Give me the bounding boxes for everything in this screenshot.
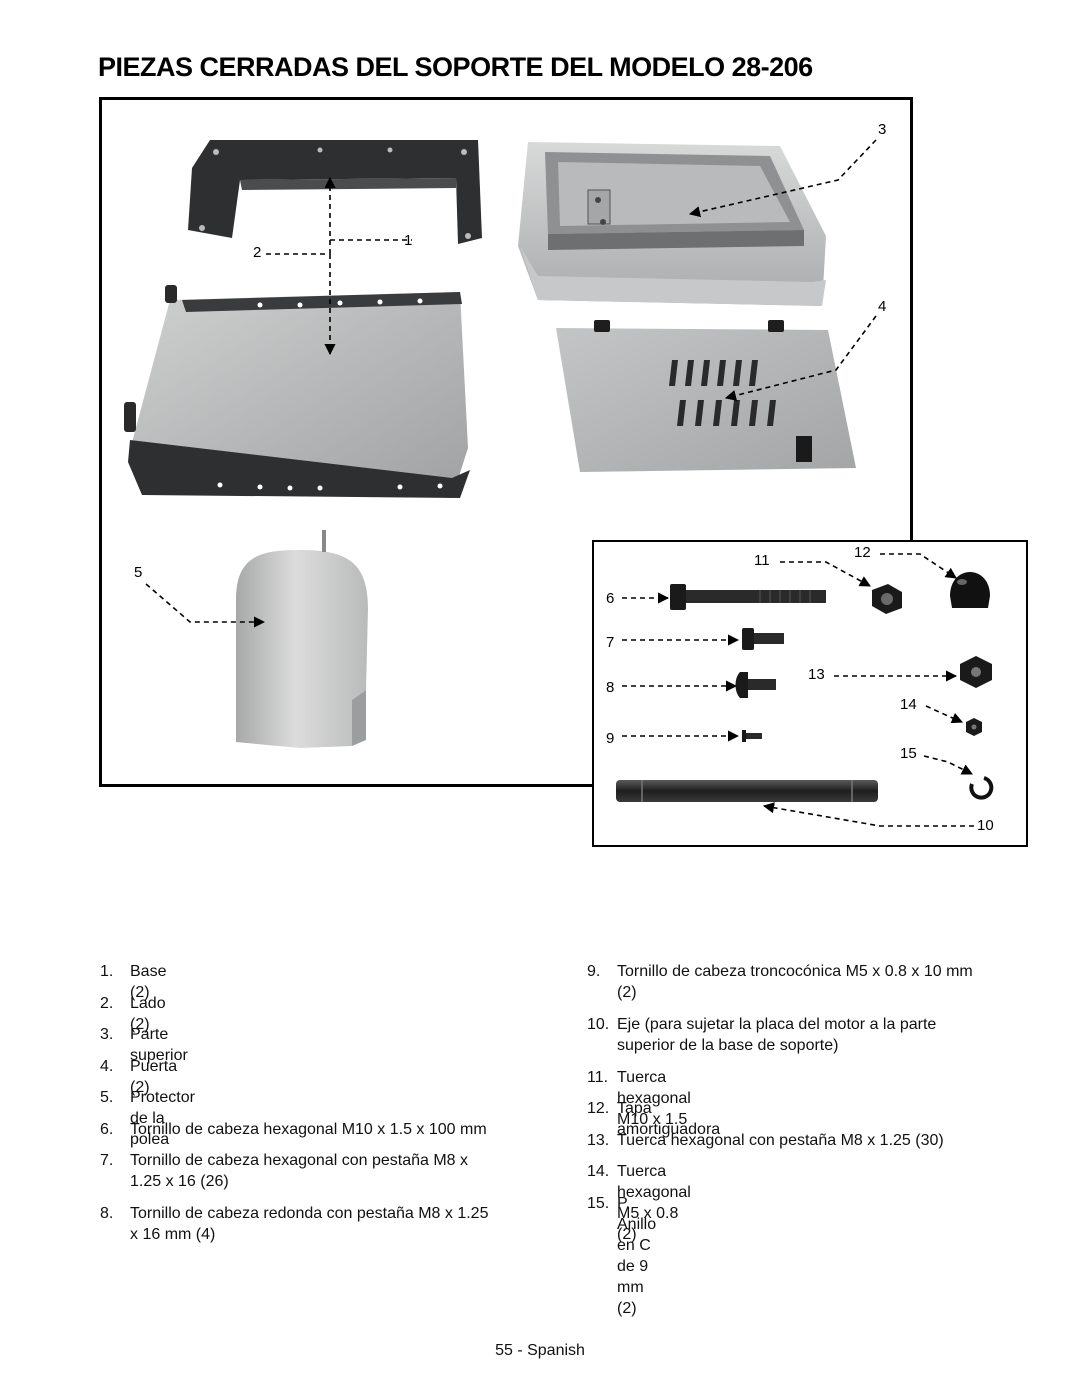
callout-5: 5 bbox=[134, 564, 143, 581]
callout-10: 10 bbox=[977, 817, 994, 834]
flange-bolt-part bbox=[742, 628, 784, 650]
cap-part bbox=[950, 572, 990, 608]
page-footer: 55 - Spanish bbox=[495, 1342, 585, 1359]
c-ring-part bbox=[969, 776, 994, 800]
page-title: PIEZAS CERRADAS DEL SOPORTE DEL MODELO 2… bbox=[98, 52, 813, 82]
hex-nut-m10-part bbox=[872, 584, 902, 614]
callout-4: 4 bbox=[878, 298, 887, 315]
parts-list-right: 9.Tornillo de cabeza troncocónica M5 x 0… bbox=[587, 963, 973, 1317]
callout-1: 1 bbox=[404, 232, 413, 249]
callout-12: 12 bbox=[854, 544, 871, 561]
callout-15: 15 bbox=[900, 745, 917, 762]
parts-list-left: 1.Base (2) 2.Lado (2) 3.Parte superior 4… bbox=[100, 963, 489, 1243]
callout-7: 7 bbox=[606, 634, 615, 651]
hex-bolt-part bbox=[670, 584, 826, 610]
base-part bbox=[188, 140, 482, 244]
callout-11: 11 bbox=[754, 552, 770, 569]
top-part bbox=[518, 142, 826, 306]
callout-3: 3 bbox=[878, 121, 887, 138]
countersunk-screw-part bbox=[742, 730, 762, 742]
callout-9: 9 bbox=[606, 730, 615, 747]
shaft-part bbox=[616, 780, 878, 802]
callout-6: 6 bbox=[606, 590, 615, 607]
callout-8: 8 bbox=[606, 679, 615, 696]
callout-13: 13 bbox=[808, 666, 825, 683]
callout-2: 2 bbox=[253, 244, 262, 261]
pulley-guard-part bbox=[236, 530, 368, 748]
hex-nut-m5-part bbox=[966, 718, 982, 736]
callout-leaders bbox=[145, 139, 877, 628]
round-head-bolt-part bbox=[735, 672, 776, 698]
callout-14: 14 bbox=[900, 696, 917, 713]
flange-nut-part bbox=[960, 656, 992, 688]
side-part bbox=[124, 285, 470, 498]
hardware-leaders bbox=[622, 553, 974, 827]
door-part bbox=[556, 320, 856, 472]
